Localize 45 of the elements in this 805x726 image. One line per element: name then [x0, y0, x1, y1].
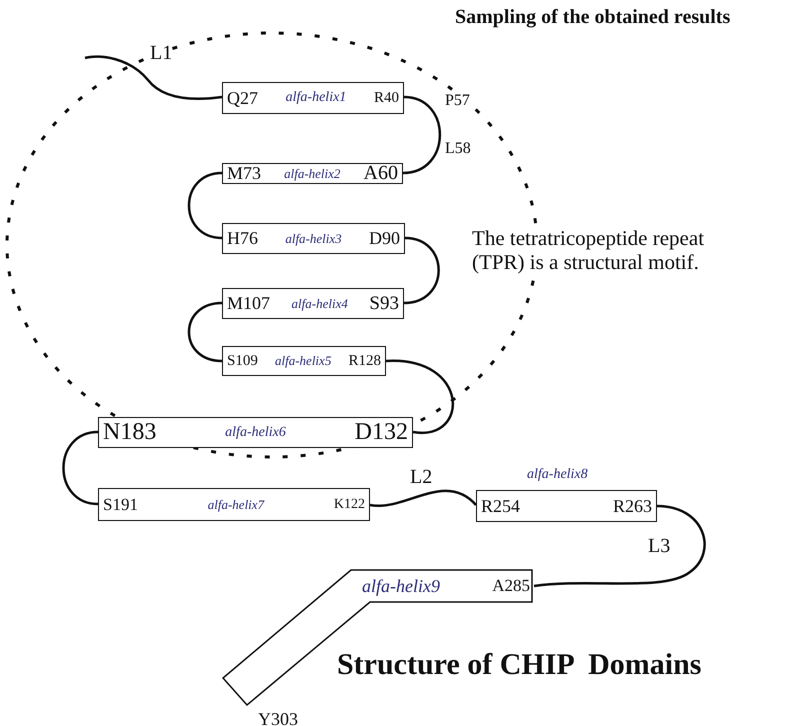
loop-connector	[188, 172, 222, 240]
helix-name: alfa-helix9	[362, 576, 440, 596]
helix-name: alfa-helix2	[284, 166, 340, 182]
loop-connector	[534, 504, 706, 588]
helix-box	[222, 346, 386, 376]
residue-label: R263	[612, 496, 652, 516]
helix-name: alfa-helix4	[292, 296, 348, 312]
section-heading: Sampling of the obtained results	[455, 6, 730, 29]
loop-connector	[404, 236, 440, 304]
residue-label: Y303	[258, 709, 298, 726]
residue-label: A285	[492, 576, 530, 596]
helix-box	[98, 488, 370, 521]
residue-label: M107	[227, 293, 270, 314]
loop-connector	[62, 430, 98, 506]
residue-label: N183	[103, 419, 156, 446]
loop-connector	[370, 490, 477, 508]
residue-label: M73	[227, 163, 262, 184]
residue-label: D132	[354, 419, 408, 446]
residue-label: S93	[369, 292, 399, 314]
helix-box	[98, 417, 413, 448]
residue-label: Q27	[227, 88, 258, 108]
residue-label: S109	[227, 352, 258, 370]
helix-name: alfa-helix3	[285, 230, 342, 246]
helix-box	[222, 223, 405, 254]
residue-label: R128	[348, 352, 381, 370]
residue-label: D90	[368, 228, 400, 249]
residue-label: S191	[103, 494, 138, 514]
loop-connector	[188, 302, 222, 362]
helix-name: alfa-helix7	[208, 496, 264, 512]
residue-label: K122	[334, 496, 365, 512]
helix-box	[222, 288, 404, 319]
helix-name: alfa-helix8	[527, 467, 588, 483]
residue-label: A60	[364, 162, 398, 185]
residue-label: H76	[227, 228, 258, 249]
loop-connector	[386, 360, 454, 434]
helix-name: alfa-helix5	[275, 353, 332, 369]
loop-connector	[402, 96, 442, 174]
helix-box	[222, 82, 404, 114]
diagram-title: Structure of CHIP Domains	[337, 648, 702, 682]
helix-box	[222, 163, 403, 184]
helix-name: alfa-helix1	[286, 90, 346, 106]
residue-label: R40	[374, 90, 399, 106]
residue-label: R254	[481, 496, 520, 516]
loop-connector	[84, 55, 222, 100]
helix-name: alfa-helix6	[225, 424, 286, 440]
